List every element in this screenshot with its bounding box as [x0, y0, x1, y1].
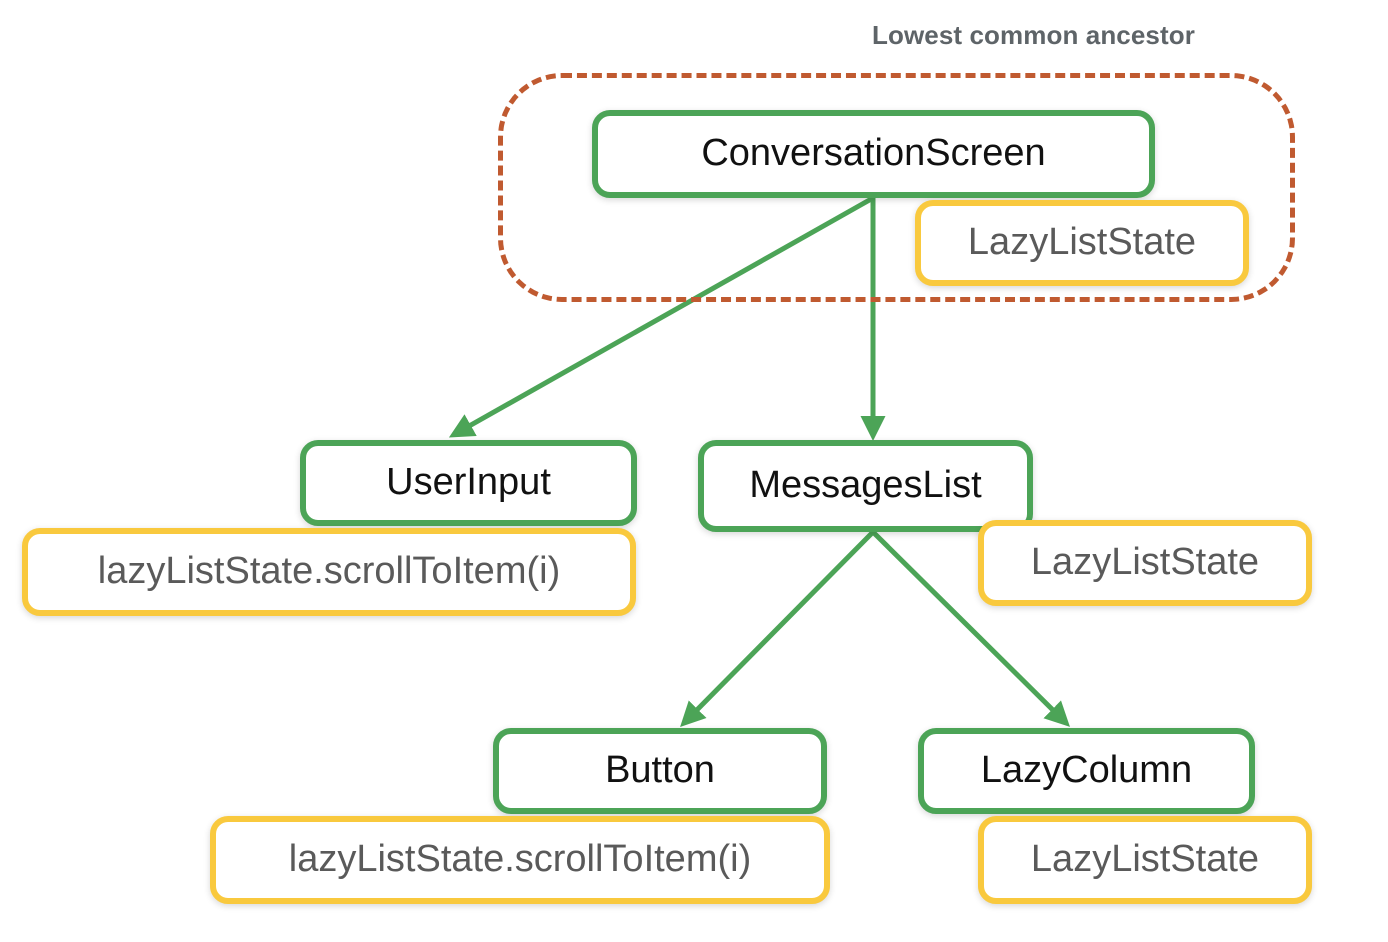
- node-lazy-list-state-messages-list-label: LazyListState: [1030, 540, 1260, 583]
- node-lazy-list-state-conversation-screen-label: LazyListState: [967, 220, 1197, 263]
- node-scroll-to-item-button-label: lazyListState.scrollToItem(i): [288, 837, 752, 880]
- node-messages-list[interactable]: MessagesList: [698, 440, 1033, 532]
- node-conversation-screen[interactable]: ConversationScreen: [592, 110, 1155, 198]
- node-scroll-to-item-button[interactable]: lazyListState.scrollToItem(i): [210, 816, 830, 904]
- node-button[interactable]: Button: [493, 728, 827, 814]
- node-lazy-column-label: LazyColumn: [980, 748, 1193, 791]
- node-lazy-list-state-lazy-column[interactable]: LazyListState: [978, 816, 1312, 904]
- node-lazy-list-state-lazy-column-label: LazyListState: [1030, 837, 1260, 880]
- lowest-common-ancestor-label: Lowest common ancestor: [872, 20, 1195, 50]
- node-lazy-list-state-conversation-screen[interactable]: LazyListState: [915, 200, 1249, 286]
- node-messages-list-label: MessagesList: [749, 463, 982, 506]
- node-user-input-label: UserInput: [386, 460, 551, 503]
- node-conversation-screen-label: ConversationScreen: [701, 131, 1046, 174]
- lowest-common-ancestor-region: [498, 73, 1295, 302]
- node-button-label: Button: [605, 748, 715, 791]
- node-user-input[interactable]: UserInput: [300, 440, 637, 526]
- node-scroll-to-item-user-input[interactable]: lazyListState.scrollToItem(i): [22, 528, 636, 616]
- node-scroll-to-item-user-input-label: lazyListState.scrollToItem(i): [97, 549, 561, 592]
- node-lazy-list-state-messages-list[interactable]: LazyListState: [978, 520, 1312, 606]
- node-lazy-column[interactable]: LazyColumn: [918, 728, 1255, 814]
- edge-messageslist-to-button: [680, 530, 875, 727]
